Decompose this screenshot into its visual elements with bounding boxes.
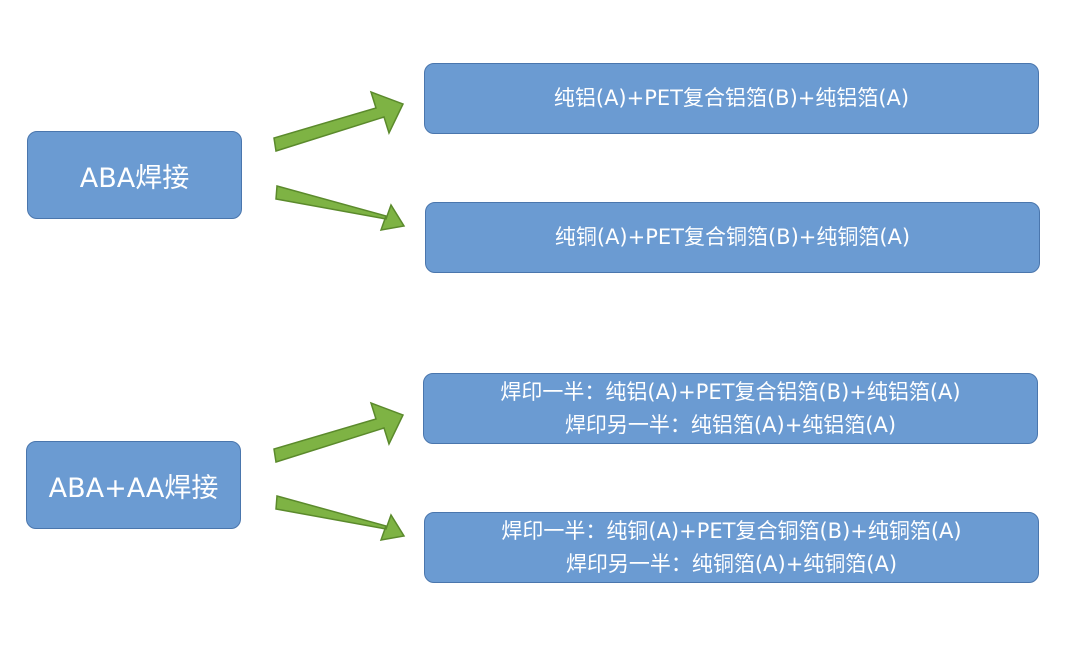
target-line: 纯铜(A)+PET复合铜箔(B)+纯铜箔(A)	[554, 225, 911, 249]
source-label-aba-aa: ABA+AA焊接	[48, 472, 219, 504]
source-box-aba: ABA焊接	[27, 131, 242, 219]
target-line-1: 焊印一半：纯铜(A)+PET复合铜箔(B)+纯铜箔(A)	[501, 518, 962, 543]
target-line-2: 焊印另一半：纯铜箔(A)+纯铜箔(A)	[565, 551, 898, 576]
target-box-aluminum: 纯铝(A)+PET复合铝箔(B)+纯铝箔(A)	[424, 63, 1039, 134]
arrow-up-2	[273, 401, 405, 463]
target-line-2: 焊印另一半：纯铝箔(A)+纯铝箔(A)	[564, 412, 897, 437]
arrow-up-1	[273, 90, 405, 152]
source-label-aba: ABA焊接	[79, 162, 190, 194]
target-line-1: 焊印一半：纯铝(A)+PET复合铝箔(B)+纯铝箔(A)	[500, 379, 961, 404]
source-box-aba-aa: ABA+AA焊接	[26, 441, 241, 529]
target-box-copper-split: 焊印一半：纯铜(A)+PET复合铜箔(B)+纯铜箔(A) 焊印另一半：纯铜箔(A…	[424, 512, 1039, 583]
target-box-aluminum-split: 焊印一半：纯铝(A)+PET复合铝箔(B)+纯铝箔(A) 焊印另一半：纯铝箔(A…	[423, 373, 1038, 444]
arrow-down-2	[275, 495, 406, 541]
arrow-down-1	[275, 185, 406, 231]
target-line: 纯铝(A)+PET复合铝箔(B)+纯铝箔(A)	[553, 86, 910, 110]
target-box-copper: 纯铜(A)+PET复合铜箔(B)+纯铜箔(A)	[425, 202, 1040, 273]
